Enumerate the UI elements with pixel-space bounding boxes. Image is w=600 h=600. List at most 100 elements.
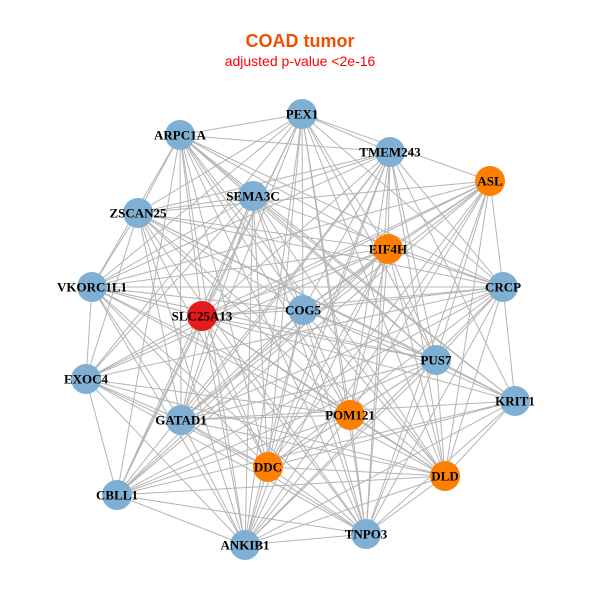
edge-cog5-tnpo3 (302, 309, 367, 535)
node-circle-gatad1[interactable] (166, 405, 196, 435)
edge-tmem243-pus7 (389, 151, 437, 361)
node-vkorc1l1[interactable]: VKORC1L1 (57, 272, 127, 302)
node-label-tnpo3: TNPO3 (345, 527, 388, 542)
edge-exoc4-dld (85, 378, 446, 477)
edge-tmem243-zscan25 (137, 151, 391, 214)
edge-zscan25-ddc (137, 212, 269, 468)
node-circle-tnpo3[interactable] (351, 519, 381, 549)
node-label-exoc4: EXOC4 (64, 372, 109, 387)
node-tnpo3[interactable]: TNPO3 (345, 519, 388, 549)
edge-exoc4-tnpo3 (85, 378, 367, 535)
node-circle-eif4h[interactable] (373, 234, 403, 264)
edge-zscan25-ankib1 (137, 212, 246, 546)
node-circle-exoc4[interactable] (71, 364, 101, 394)
node-circle-krit1[interactable] (500, 386, 530, 416)
edge-cbll1-ankib1 (116, 494, 246, 546)
node-exoc4[interactable]: EXOC4 (64, 364, 109, 394)
node-asl[interactable]: ASL (475, 166, 505, 196)
node-circle-asl[interactable] (475, 166, 505, 196)
edge-arpc1a-gatad1 (179, 134, 182, 421)
node-zscan25[interactable]: ZSCAN25 (109, 198, 167, 228)
node-cbll1[interactable]: CBLL1 (96, 480, 138, 510)
edge-pom121-dld (349, 414, 446, 477)
node-gatad1[interactable]: GATAD1 (155, 405, 207, 435)
edge-tnpo3-ankib1 (244, 533, 367, 546)
node-cog5[interactable]: COG5 (285, 295, 322, 325)
node-dld[interactable]: DLD (430, 461, 460, 491)
edge-pex1-arpc1a (179, 113, 303, 136)
node-circle-ddc[interactable] (253, 452, 283, 482)
edge-sema3c-vkorc1l1 (91, 195, 254, 288)
node-label-krit1: KRIT1 (495, 394, 535, 409)
edge-pex1-zscan25 (137, 113, 303, 214)
node-circle-pom121[interactable] (335, 400, 365, 430)
node-ankib1[interactable]: ANKIB1 (220, 530, 270, 560)
node-krit1[interactable]: KRIT1 (495, 386, 535, 416)
edge-ddc-dld (267, 466, 446, 477)
edge-gatad1-ankib1 (180, 419, 246, 546)
edge-pex1-tmem243 (301, 113, 391, 153)
node-circle-tmem243[interactable] (375, 137, 405, 167)
edge-slc25a13-gatad1 (180, 315, 203, 421)
node-circle-arpc1a[interactable] (165, 120, 195, 150)
node-label-cbll1: CBLL1 (96, 488, 138, 503)
edge-arpc1a-slc25a13 (179, 134, 203, 317)
edge-pom121-ddc (267, 414, 351, 468)
edge-eif4h-ankib1 (244, 248, 389, 546)
node-eif4h[interactable]: EIF4H (369, 234, 407, 264)
edge-crcp-pus7 (435, 286, 504, 361)
node-circle-slc25a13[interactable] (187, 301, 217, 331)
node-slc25a13[interactable]: SLC25A13 (172, 301, 233, 331)
edge-gatad1-pom121 (180, 414, 351, 421)
edge-crcp-gatad1 (180, 286, 504, 421)
node-pex1[interactable]: PEX1 (286, 99, 319, 129)
node-pus7[interactable]: PUS7 (420, 345, 452, 375)
edge-dld-ankib1 (244, 475, 446, 546)
edge-gatad1-ddc (180, 419, 269, 468)
edge-vkorc1l1-tnpo3 (91, 286, 367, 535)
edge-asl-exoc4 (85, 180, 491, 380)
node-circle-pex1[interactable] (287, 99, 317, 129)
node-label-cog5: COG5 (285, 303, 322, 318)
edge-zscan25-eif4h (137, 212, 389, 250)
edge-pex1-eif4h (301, 113, 389, 250)
edge-arpc1a-pom121 (179, 134, 351, 416)
edge-eif4h-pus7 (387, 248, 437, 361)
node-circle-ankib1[interactable] (230, 530, 260, 560)
node-circle-sema3c[interactable] (238, 181, 268, 211)
edge-pus7-dld (435, 359, 446, 477)
node-circle-cog5[interactable] (288, 295, 318, 325)
edge-tmem243-sema3c (252, 151, 391, 197)
edge-vkorc1l1-krit1 (91, 286, 516, 402)
node-sema3c[interactable]: SEMA3C (226, 181, 280, 211)
node-arpc1a[interactable]: ARPC1A (154, 120, 207, 150)
edge-krit1-dld (444, 400, 516, 477)
edge-asl-ddc (267, 180, 491, 468)
edge-slc25a13-ddc (201, 315, 269, 468)
node-label-dld: DLD (431, 469, 458, 484)
edge-dld-cbll1 (116, 475, 446, 496)
edge-crcp-tnpo3 (365, 286, 504, 535)
edge-eif4h-slc25a13 (201, 248, 389, 317)
edge-pus7-tnpo3 (365, 359, 437, 535)
node-circle-vkorc1l1[interactable] (77, 272, 107, 302)
edge-asl-pom121 (349, 180, 491, 416)
edges-layer (85, 113, 516, 546)
node-circle-cbll1[interactable] (102, 480, 132, 510)
node-label-eif4h: EIF4H (369, 242, 407, 257)
node-pom121[interactable]: POM121 (325, 400, 375, 430)
node-circle-zscan25[interactable] (123, 198, 153, 228)
node-circle-pus7[interactable] (421, 345, 451, 375)
edge-zscan25-dld (137, 212, 446, 477)
node-label-crcp: CRCP (485, 280, 521, 295)
node-circle-dld[interactable] (430, 461, 460, 491)
node-ddc[interactable]: DDC (253, 452, 283, 482)
edge-eif4h-vkorc1l1 (91, 248, 389, 288)
node-label-asl: ASL (477, 174, 503, 189)
node-circle-crcp[interactable] (488, 272, 518, 302)
edge-vkorc1l1-ddc (91, 286, 269, 468)
edge-tmem243-vkorc1l1 (91, 151, 391, 288)
node-tmem243[interactable]: TMEM243 (359, 137, 421, 167)
node-crcp[interactable]: CRCP (485, 272, 521, 302)
